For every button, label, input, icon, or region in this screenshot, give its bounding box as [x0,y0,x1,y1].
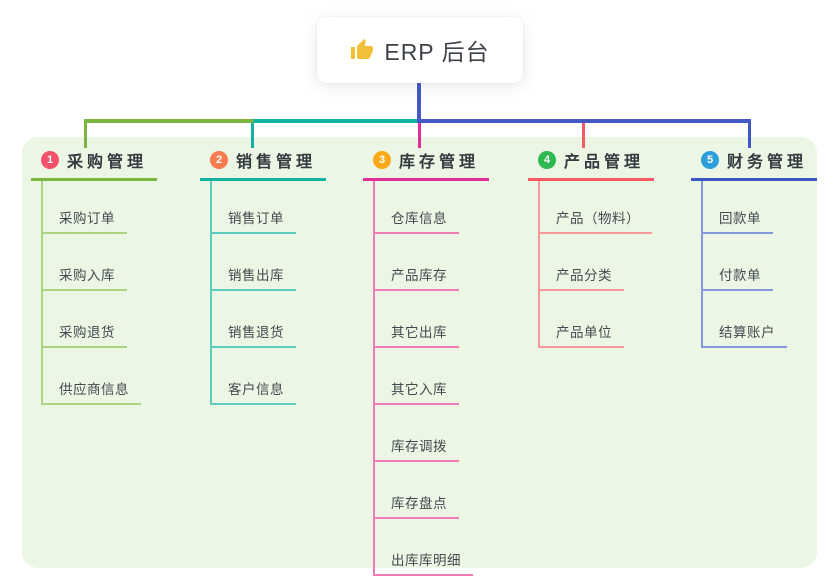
child-node[interactable]: 其它出库 [375,291,459,348]
child-node[interactable]: 出库库明细 [375,519,473,576]
branch-header[interactable]: 4 产品管理 [528,145,655,181]
child-node[interactable]: 客户信息 [212,348,296,405]
child-node[interactable]: 产品单位 [540,291,624,348]
branch-drop-line [418,119,421,148]
branch-number-badge: 2 [210,151,228,169]
child-node[interactable]: 产品（物料） [540,181,652,234]
child-label: 出库库明细 [391,553,461,568]
bus-segment-middle [253,119,417,123]
child-label: 采购退货 [59,325,115,340]
branch-sales: 2 销售管理 销售订单销售出库销售退货客户信息 [200,145,327,405]
branch-number-badge: 4 [538,151,556,169]
branch-label: 库存管理 [399,154,480,171]
child-label: 供应商信息 [59,382,129,397]
child-node[interactable]: 采购入库 [43,234,127,291]
child-node[interactable]: 仓库信息 [375,181,459,234]
child-label: 其它出库 [391,325,447,340]
branch-label: 采购管理 [67,154,148,171]
child-node[interactable]: 采购退货 [43,291,127,348]
branch-number-badge: 3 [373,151,391,169]
child-node[interactable]: 库存盘点 [375,462,459,519]
child-node[interactable]: 其它入库 [375,348,459,405]
child-label: 库存盘点 [391,496,447,511]
child-label: 回款单 [719,211,761,226]
background-panel [22,137,817,568]
child-label: 销售订单 [228,211,284,226]
child-label: 付款单 [719,268,761,283]
root-connector-line [417,83,421,123]
branch-inventory: 3 库存管理 仓库信息产品库存其它出库其它入库库存调拨库存盘点出库库明细 [363,145,490,576]
root-node[interactable]: ERP 后台 [317,17,523,83]
child-node[interactable]: 结算账户 [703,291,787,348]
child-node[interactable]: 回款单 [703,181,773,234]
branch-drop-line [748,119,751,148]
branch-drop-line [84,119,87,148]
children-group: 回款单付款单结算账户 [701,181,787,348]
branch-finance: 5 财务管理 回款单付款单结算账户 [691,145,818,348]
child-node[interactable]: 供应商信息 [43,348,141,405]
child-label: 库存调拨 [391,439,447,454]
branch-header[interactable]: 2 销售管理 [200,145,327,181]
children-group: 仓库信息产品库存其它出库其它入库库存调拨库存盘点出库库明细 [373,181,473,576]
children-group: 销售订单销售出库销售退货客户信息 [210,181,296,405]
child-label: 结算账户 [719,325,775,340]
child-label: 产品单位 [556,325,612,340]
child-label: 采购订单 [59,211,115,226]
child-label: 其它入库 [391,382,447,397]
child-label: 采购入库 [59,268,115,283]
bus-segment-right [417,119,751,123]
child-node[interactable]: 产品库存 [375,234,459,291]
branch-label: 财务管理 [727,154,808,171]
children-group: 产品（物料） 产品分类产品单位 [538,181,652,348]
branch-label: 产品管理 [564,154,645,171]
branch-drop-line [251,119,254,148]
branch-drop-line [582,119,585,148]
child-node[interactable]: 采购订单 [43,181,127,234]
child-node[interactable]: 销售订单 [212,181,296,234]
bus-segment-left [84,119,253,123]
child-label: 产品库存 [391,268,447,283]
child-label: 仓库信息 [391,211,447,226]
branch-header[interactable]: 3 库存管理 [363,145,490,181]
branch-number-badge: 5 [701,151,719,169]
branch-label: 销售管理 [236,154,317,171]
branch-header[interactable]: 5 财务管理 [691,145,818,181]
child-label: 销售退货 [228,325,284,340]
child-node[interactable]: 产品分类 [540,234,624,291]
children-group: 采购订单采购入库采购退货供应商信息 [41,181,141,405]
root-title: ERP 后台 [384,39,490,65]
child-label: 产品分类 [556,268,612,283]
child-node[interactable]: 付款单 [703,234,773,291]
child-label: 销售出库 [228,268,284,283]
child-node[interactable]: 销售出库 [212,234,296,291]
branch-purchase: 1 采购管理 采购订单采购入库采购退货供应商信息 [31,145,158,405]
thumbs-up-icon [350,38,374,62]
branch-number-badge: 1 [41,151,59,169]
child-node[interactable]: 销售退货 [212,291,296,348]
branch-header[interactable]: 1 采购管理 [31,145,158,181]
child-label: 客户信息 [228,382,284,397]
child-label: 产品（物料） [556,211,640,226]
branch-product: 4 产品管理 产品（物料） 产品分类产品单位 [528,145,655,348]
child-node[interactable]: 库存调拨 [375,405,459,462]
